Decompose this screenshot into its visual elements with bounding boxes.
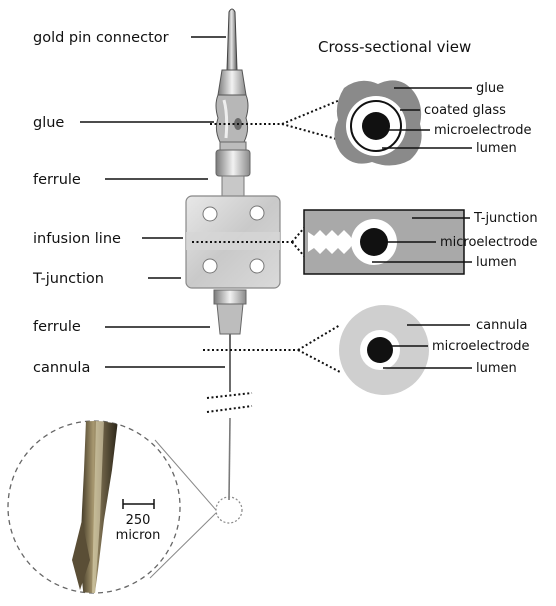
coated-glass-outline [350, 100, 402, 152]
glue-section-label-glue: glue [476, 81, 504, 96]
top-ferrule [219, 141, 247, 151]
block-screw-holes [202, 205, 265, 274]
label-ferrule-top: ferrule [33, 172, 81, 188]
glue-section-label-coated-glass: coated glass [424, 103, 506, 118]
tjunction-section-label-t-junction: T-junction [473, 211, 538, 226]
label-infusion-line: infusion line [33, 231, 121, 247]
gold-pin [226, 8, 238, 71]
break-marks [206, 392, 253, 413]
tjunction-microelectrode [360, 228, 388, 256]
cannula-cross-section: cannula microelectrode lumen [339, 305, 530, 395]
pin-collar [217, 69, 247, 96]
cannula-section-label-lumen: lumen [476, 361, 517, 376]
section-indicators [192, 99, 341, 373]
glue-section-label-microelectrode: microelectrode [434, 123, 532, 138]
cannula-section-label-cannula: cannula [476, 318, 527, 333]
label-gold-pin-connector: gold pin connector [33, 30, 169, 46]
zoom-region-marker [215, 496, 243, 524]
scale-bar-unit: micron [116, 528, 161, 543]
microelectrode-core [362, 112, 390, 140]
infusion-thread [308, 230, 354, 254]
bottom-ferrule [213, 289, 247, 305]
magnified-tip-inset: 250 micron [7, 420, 181, 594]
glue-body [215, 94, 249, 143]
tjunction-section-label-microelectrode: microelectrode [440, 235, 538, 250]
device-assembly [149, 8, 281, 579]
tjunction-section-label-lumen: lumen [476, 255, 517, 270]
label-cannula: cannula [33, 360, 90, 376]
cannula-section-label-microelectrode: microelectrode [432, 339, 530, 354]
scale-bar: 250 micron [116, 499, 161, 543]
label-ferrule-bottom: ferrule [33, 319, 81, 335]
glue-cross-section: glue coated glass microelectrode lumen [334, 80, 532, 166]
label-glue: glue [33, 115, 64, 131]
label-t-junction: T-junction [32, 271, 104, 287]
cross-section-title: Cross-sectional view [318, 38, 471, 56]
tjunction-cross-section: T-junction microelectrode lumen [303, 209, 538, 275]
glue-section-label-lumen: lumen [476, 141, 517, 156]
cannula-microelectrode [367, 337, 393, 363]
left-labels: gold pin connector glue ferrule infusion… [32, 30, 226, 376]
scale-bar-value: 250 [126, 513, 151, 528]
